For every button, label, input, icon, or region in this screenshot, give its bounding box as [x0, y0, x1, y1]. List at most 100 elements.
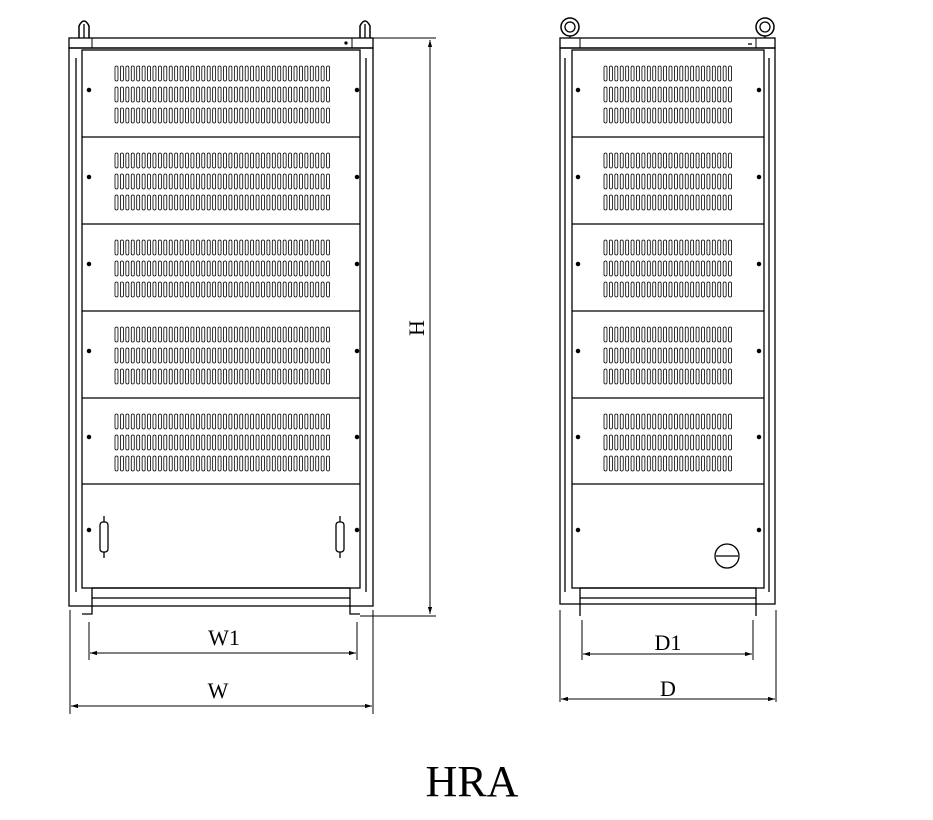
vent-slot: [223, 86, 227, 103]
vent-slot: [157, 107, 162, 124]
vent-slot: [717, 173, 722, 190]
vent-slot: [717, 86, 722, 103]
vent-slot: [190, 239, 195, 256]
vent-slot: [120, 455, 124, 472]
vent-slot: [168, 281, 173, 298]
panel-screw: [756, 87, 762, 93]
vent-slot: [125, 86, 130, 103]
vent-slot: [304, 86, 309, 103]
vent-slot: [657, 239, 662, 256]
vent-slot: [619, 194, 624, 211]
vent-slot: [299, 107, 303, 124]
vent-slot: [603, 65, 608, 82]
vent-slot: [114, 281, 119, 298]
vent-slot: [282, 194, 287, 211]
vent-slot: [185, 65, 189, 82]
vent-slot: [277, 194, 282, 211]
vent-slot: [114, 239, 119, 256]
vent-slot: [684, 434, 689, 451]
vent-slot: [614, 347, 619, 364]
door-handle-left: [99, 516, 109, 558]
vent-slot: [266, 347, 271, 364]
vent-slot: [630, 260, 635, 277]
panel-screw: [575, 87, 581, 93]
vent-slot: [174, 194, 179, 211]
front-outer-frame: [68, 47, 374, 607]
vent-slot: [130, 152, 135, 169]
vent-slot: [652, 194, 657, 211]
vent-slot: [711, 455, 716, 472]
vent-slot: [728, 413, 732, 430]
vent-slot: [212, 86, 217, 103]
vent-slot: [309, 86, 314, 103]
panel-screw: [575, 527, 581, 533]
vent-slot: [652, 368, 657, 385]
vent-slot: [147, 260, 151, 277]
vent-slot: [625, 260, 630, 277]
vent-slot: [217, 65, 222, 82]
vent-slot: [614, 434, 619, 451]
vent-slot: [641, 194, 646, 211]
vent-slot: [244, 65, 249, 82]
vent-slot: [114, 368, 119, 385]
vent-slot: [695, 173, 700, 190]
vent-slot: [217, 260, 222, 277]
vent-slot: [261, 326, 265, 343]
vent-slot: [326, 281, 330, 298]
vent-slot: [168, 86, 173, 103]
depth-dimension: [559, 610, 777, 702]
vent-slot: [674, 173, 678, 190]
vent-slot: [136, 86, 141, 103]
vent-slot: [625, 65, 630, 82]
vent-slot: [695, 326, 700, 343]
vent-slot: [212, 194, 217, 211]
vent-slot: [288, 347, 292, 364]
vent-slot: [125, 326, 130, 343]
vent-slot: [701, 173, 705, 190]
vent-slot: [168, 173, 173, 190]
vent-slot: [168, 65, 173, 82]
vent-slot: [255, 260, 260, 277]
vent-slot: [271, 173, 276, 190]
vent-slot: [690, 194, 695, 211]
vent-slot: [185, 281, 189, 298]
vent-slot: [114, 65, 119, 82]
vent-slot: [679, 152, 684, 169]
vent-slot: [320, 413, 325, 430]
vent-slot: [609, 65, 613, 82]
vent-slot: [217, 194, 222, 211]
vent-slot: [641, 347, 646, 364]
vent-slot: [701, 455, 705, 472]
vent-slot: [152, 281, 157, 298]
vent-slot: [152, 347, 157, 364]
vent-slot: [244, 260, 249, 277]
vent-slot: [277, 152, 282, 169]
vent-slot: [114, 413, 119, 430]
vent-slot: [293, 413, 298, 430]
vent-slot: [603, 107, 608, 124]
vent-slot: [690, 65, 695, 82]
vent-slot: [163, 326, 168, 343]
vent-slot: [195, 173, 200, 190]
vent-slot: [282, 239, 287, 256]
vent-slot: [179, 239, 184, 256]
vent-slot: [684, 107, 689, 124]
vent-slot: [120, 413, 124, 430]
vent-slot: [614, 281, 619, 298]
vent-slot: [201, 173, 206, 190]
vent-slot: [152, 413, 157, 430]
vent-slot: [728, 86, 732, 103]
vent-slot: [120, 347, 124, 364]
vent-slot: [299, 173, 303, 190]
vent-slot: [293, 86, 298, 103]
vent-slot: [201, 65, 206, 82]
vent-slot: [304, 107, 309, 124]
vent-slot: [679, 281, 684, 298]
vent-slot: [228, 413, 233, 430]
panel-screw: [354, 87, 360, 93]
vent-slot: [663, 326, 667, 343]
vent-slot: [185, 86, 189, 103]
vent-slot: [288, 413, 292, 430]
vent-slot: [239, 326, 244, 343]
vent-slot: [130, 65, 135, 82]
